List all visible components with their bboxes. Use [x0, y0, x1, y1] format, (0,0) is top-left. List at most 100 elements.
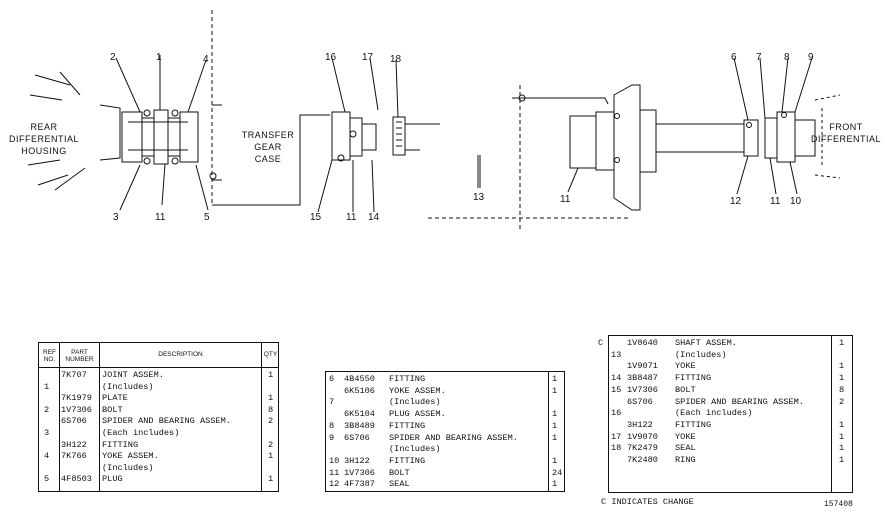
quantity: 1: [268, 474, 274, 485]
ref-number: 10: [329, 455, 340, 466]
quantity: 1: [268, 370, 274, 380]
quantity: 1: [552, 409, 558, 420]
part-number: 3B8487: [627, 373, 658, 384]
quantity: 1: [839, 455, 845, 465]
front-label-2: DIFFERENTIAL: [811, 134, 881, 144]
description: RING: [675, 455, 696, 465]
description: SEAL: [389, 479, 410, 490]
quantity: 1: [552, 385, 558, 396]
header-description: DESCRIPTION: [158, 351, 203, 358]
quantity: 1: [839, 419, 845, 430]
header-qty: QTY: [263, 351, 278, 358]
part-number: 7K707: [61, 370, 87, 380]
header-ref-no: REF NO.: [43, 349, 56, 363]
description: PLUG ASSEM.: [389, 409, 446, 420]
rear-label-2: DIFFERENTIAL: [9, 134, 79, 144]
callout-18: 18: [390, 54, 402, 65]
description: FITTING: [102, 439, 139, 450]
quantity: 1: [552, 420, 558, 431]
ref-number: 3: [44, 428, 50, 438]
description: FITTING: [389, 420, 426, 431]
description: JOINT ASSEM.: [102, 370, 164, 380]
callout-11-transfer: 11: [346, 212, 357, 223]
ref-number: 5: [44, 474, 50, 485]
part-number: 7K1979: [61, 393, 92, 404]
quantity: 1: [268, 393, 274, 404]
ref-number: 1: [44, 381, 50, 392]
transfer-label-2: GEAR: [254, 142, 282, 152]
part-number: 6S706: [344, 432, 370, 443]
table-row: (Includes): [39, 463, 278, 474]
ref-number: 6: [329, 374, 335, 384]
transfer-yoke-assembly: [331, 111, 440, 162]
front-label-1: FRONT: [829, 122, 863, 132]
ref-number: 4: [44, 451, 50, 462]
part-number: 1V7306: [344, 467, 375, 478]
quantity: 1: [552, 455, 558, 466]
ref-number: 16: [611, 408, 622, 419]
table-row: 16(Each includes): [609, 408, 852, 419]
description: (Includes): [102, 381, 154, 392]
part-number: 3H122: [61, 439, 87, 450]
quantity: 1: [839, 361, 845, 372]
table-row: 7(Includes): [326, 397, 564, 408]
part-number: 6S706: [61, 416, 87, 427]
description: FITTING: [675, 373, 712, 384]
callout-13: 13: [473, 192, 485, 203]
ref-number: 14: [611, 373, 622, 384]
callout-8: 8: [784, 52, 790, 63]
part-number: 6K5104: [344, 409, 375, 420]
part-number: 1V7306: [61, 404, 92, 415]
callout-16: 16: [325, 52, 337, 63]
part-number: 1V7306: [627, 384, 658, 395]
table-row: 7K2480 RING 1: [609, 455, 852, 466]
callout-4: 4: [203, 54, 209, 65]
quantity: 1: [839, 443, 845, 454]
callout-11-front: 11: [560, 194, 571, 205]
part-number: 1V9071: [627, 361, 658, 372]
part-number: 3B8489: [344, 420, 375, 431]
transfer-label-1: TRANSFER: [242, 130, 295, 140]
transfer-label-3: CASE: [255, 154, 282, 164]
figure-number: 157408: [824, 500, 853, 509]
callout-12: 12: [730, 196, 742, 207]
description: SHAFT ASSEM.: [675, 338, 737, 348]
quantity: 1: [268, 451, 274, 462]
ref-number: 13: [611, 349, 622, 360]
table-row: (Includes): [326, 444, 564, 455]
quantity: 1: [839, 431, 845, 442]
quantity: 2: [268, 416, 274, 427]
ref-number: 18: [611, 443, 622, 454]
part-number: 7K766: [61, 451, 87, 462]
callout-5: 5: [204, 212, 210, 223]
description: YOKE: [675, 361, 696, 372]
callout-1: 1: [156, 52, 162, 63]
description: (Includes): [102, 462, 154, 473]
callout-numbers: 2 1 4 3 11 5 16 17 18 15 11 14 13 11 6 7…: [110, 52, 814, 223]
change-marker: C: [598, 338, 604, 348]
callout-leaders: [115, 55, 813, 213]
header-part-number: PART NUMBER: [65, 349, 94, 363]
part-number: 6S706: [627, 396, 653, 407]
table-row: 7K707 JOINT ASSEM. 1: [39, 370, 278, 381]
transfer-gear-case-outline: [211, 10, 330, 206]
quantity: 8: [268, 404, 274, 415]
callout-11-frontjoint: 11: [770, 196, 781, 207]
quantity: 1: [552, 479, 558, 490]
part-number: 7K2480: [627, 455, 658, 465]
description: FITTING: [389, 374, 426, 384]
